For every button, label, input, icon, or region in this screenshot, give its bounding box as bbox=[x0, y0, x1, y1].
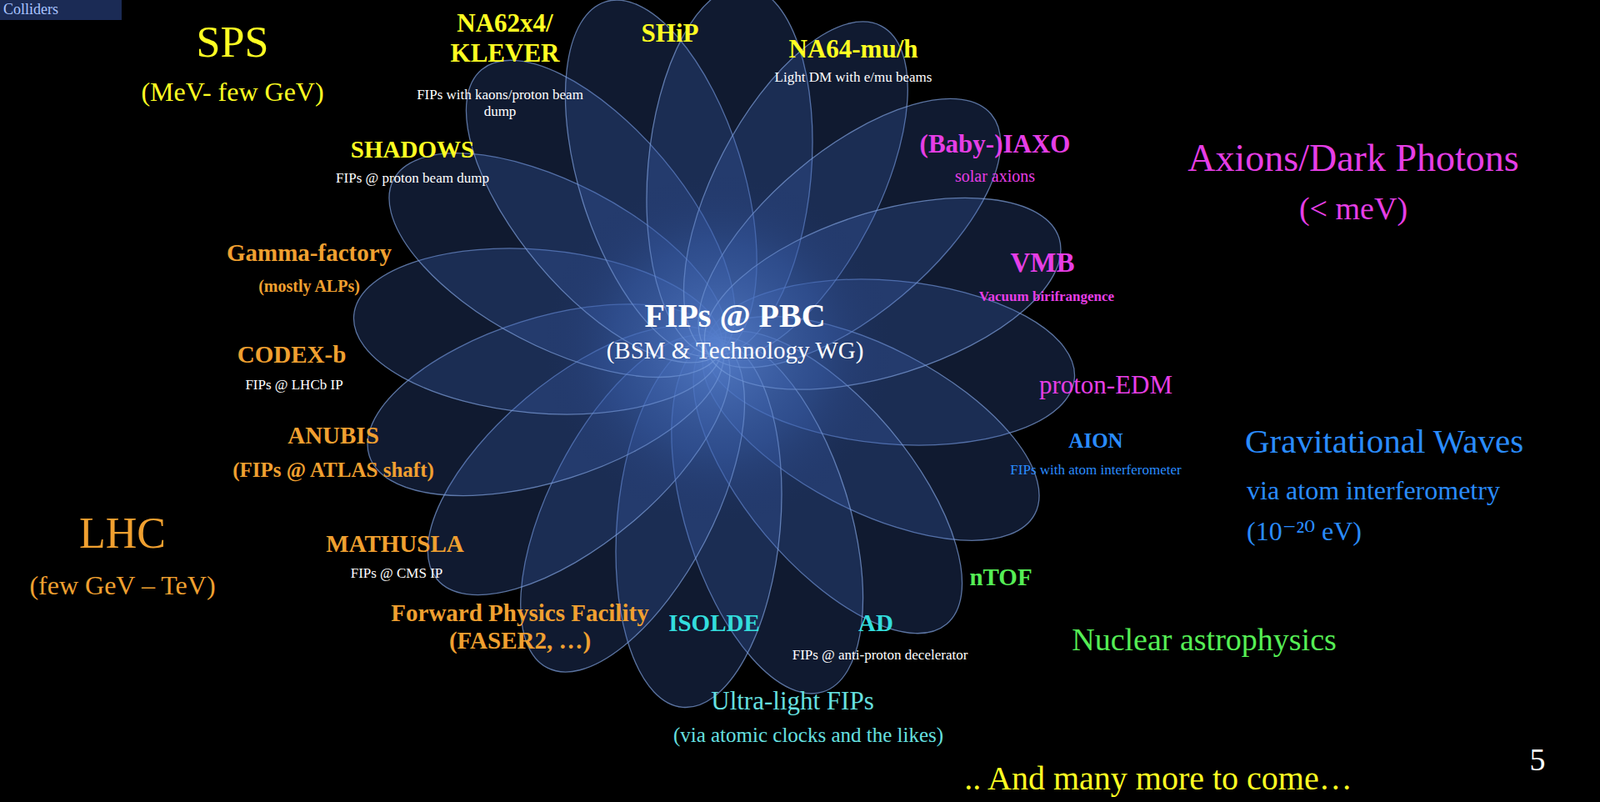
region-title: Axions/Dark Photons bbox=[1187, 136, 1519, 181]
closing-note: .. And many more to come… bbox=[964, 759, 1352, 798]
page-number: 5 bbox=[1530, 741, 1546, 779]
energy-range: (10⁻²⁰ eV) bbox=[1246, 515, 1362, 547]
experiment-note: FIPs @ anti-proton decelerator bbox=[792, 646, 969, 664]
experiment-name: CODEX-b bbox=[237, 340, 347, 369]
experiment-name: NA62x4/ KLEVER bbox=[434, 8, 576, 68]
experiment-name: ISOLDE bbox=[668, 609, 760, 637]
center-glow bbox=[543, 173, 894, 524]
region-title: LHC bbox=[79, 508, 166, 559]
experiment-note: FIPs with atom interferometer bbox=[1010, 461, 1181, 479]
experiment-note: (FIPs @ ATLAS shaft) bbox=[232, 458, 435, 483]
center-hub: FIPs @ PBC(BSM & Technology WG) bbox=[598, 290, 873, 370]
region-title: Ultra-light FIPs bbox=[710, 685, 874, 716]
petal-group bbox=[345, 0, 1085, 716]
experiment-note: solar axions bbox=[955, 166, 1035, 186]
experiment-name: ANUBIS bbox=[287, 421, 380, 450]
experiment-name: AD bbox=[858, 609, 894, 637]
experiment-note: FIPs @ CMS IP bbox=[350, 565, 444, 582]
experiment-name: (Baby-)IAXO bbox=[920, 129, 1071, 160]
energy-range: (few GeV – TeV) bbox=[29, 570, 215, 601]
region-title: Gravitational Waves bbox=[1245, 421, 1524, 461]
region-note: via atom interferometry bbox=[1246, 475, 1500, 506]
experiment-note: FIPs with kaons/proton beam dump bbox=[404, 86, 596, 120]
experiment-note: FIPs @ LHCb IP bbox=[245, 376, 343, 394]
region-note: (via atomic clocks and the likes) bbox=[673, 723, 944, 748]
experiment-name: Gamma-factory bbox=[226, 239, 392, 267]
region-title: Nuclear astrophysics bbox=[1071, 621, 1337, 659]
experiment-name: nTOF bbox=[969, 563, 1032, 591]
hub-title: FIPs @ PBC bbox=[598, 295, 873, 336]
experiment-name: SHiP bbox=[641, 18, 700, 49]
region-title: SPS bbox=[196, 17, 270, 68]
experiment-name: SHADOWS bbox=[350, 135, 475, 164]
experiment-name: VMB bbox=[1010, 247, 1075, 280]
hub-subtitle: (BSM & Technology WG) bbox=[598, 335, 873, 365]
experiment-name: MATHUSLA bbox=[325, 530, 464, 558]
experiment-name: AION bbox=[1068, 429, 1123, 454]
experiment-note: FIPs @ proton beam dump bbox=[335, 170, 490, 187]
energy-range: (MeV- few GeV) bbox=[140, 76, 324, 108]
experiment-note: (mostly ALPs) bbox=[258, 276, 360, 296]
energy-range: (< meV) bbox=[1299, 190, 1408, 228]
experiment-name: proton-EDM bbox=[1039, 370, 1173, 400]
experiment-note: Light DM with e/mu beams bbox=[775, 69, 933, 86]
corner-tag: Colliders bbox=[3, 0, 59, 19]
experiment-name: Forward Physics Facility (FASER2, …) bbox=[378, 599, 662, 655]
experiment-note: Vacuum birifrangence bbox=[979, 288, 1115, 305]
corner-tab bbox=[0, 0, 122, 20]
experiment-name: NA64-mu/h bbox=[788, 34, 918, 65]
